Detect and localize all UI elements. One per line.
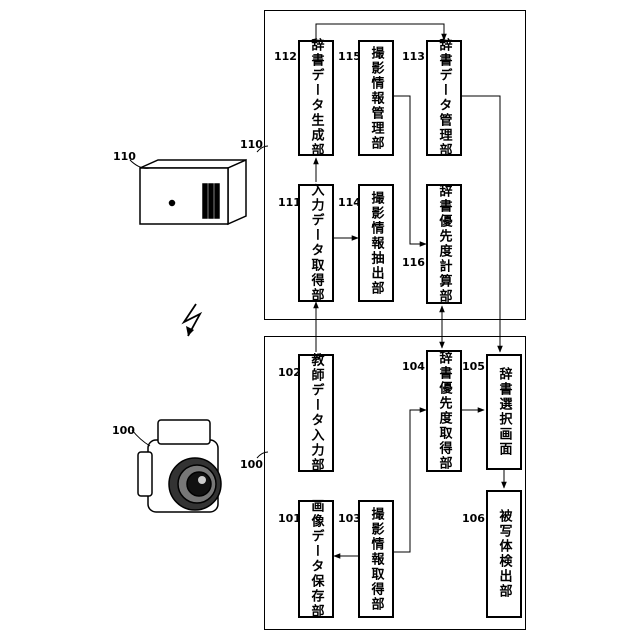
block-116-label: 辞書優先度計算部 — [435, 184, 454, 304]
block-113-ref: 113 — [402, 50, 425, 63]
block-101-label: 画像データ保存部 — [307, 499, 326, 619]
block-103-label: 撮影情報取得部 — [367, 507, 386, 612]
block-104-ref: 104 — [402, 360, 425, 373]
shooting-info-extraction-block: 撮影情報抽出部 — [358, 184, 394, 302]
block-112-ref: 112 — [274, 50, 297, 63]
block-106-ref: 106 — [462, 512, 485, 525]
server-icon — [140, 160, 246, 224]
dictionary-data-management-block: 辞書データ管理部 — [426, 40, 462, 156]
block-102-label: 教師データ入力部 — [307, 353, 326, 473]
block-105-ref: 105 — [462, 360, 485, 373]
block-113-label: 辞書データ管理部 — [435, 38, 454, 158]
block-116-ref: 116 — [402, 256, 425, 269]
block-115-label: 撮影情報管理部 — [367, 46, 386, 151]
shooting-info-management-block: 撮影情報管理部 — [358, 40, 394, 156]
input-data-acquisition-block: 入力データ取得部 — [298, 184, 334, 302]
dictionary-selection-screen-block: 辞書選択画面 — [486, 354, 522, 470]
block-112-label: 辞書データ生成部 — [307, 38, 326, 158]
dictionary-priority-calculation-block: 辞書優先度計算部 — [426, 184, 462, 304]
block-105-label: 辞書選択画面 — [495, 367, 514, 457]
teacher-data-input-block: 教師データ入力部 — [298, 354, 334, 472]
block-111-label: 入力データ取得部 — [307, 183, 326, 303]
block-104-label: 辞書優先度取得部 — [435, 351, 454, 471]
camera-system-ref-number: 100 — [240, 458, 263, 471]
subject-detection-block: 被写体検出部 — [486, 490, 522, 618]
server-system-ref-number: 110 — [240, 138, 263, 151]
server-ref-number: 110 — [113, 150, 136, 163]
image-data-storage-block: 画像データ保存部 — [298, 500, 334, 618]
camera-ref-number: 100 — [112, 424, 135, 437]
dictionary-data-generation-block: 辞書データ生成部 — [298, 40, 334, 156]
dictionary-priority-acquisition-block: 辞書優先度取得部 — [426, 350, 462, 472]
block-106-label: 被写体検出部 — [495, 509, 514, 599]
block-114-label: 撮影情報抽出部 — [367, 191, 386, 296]
camera-icon — [138, 420, 221, 512]
shooting-info-acquisition-block: 撮影情報取得部 — [358, 500, 394, 618]
